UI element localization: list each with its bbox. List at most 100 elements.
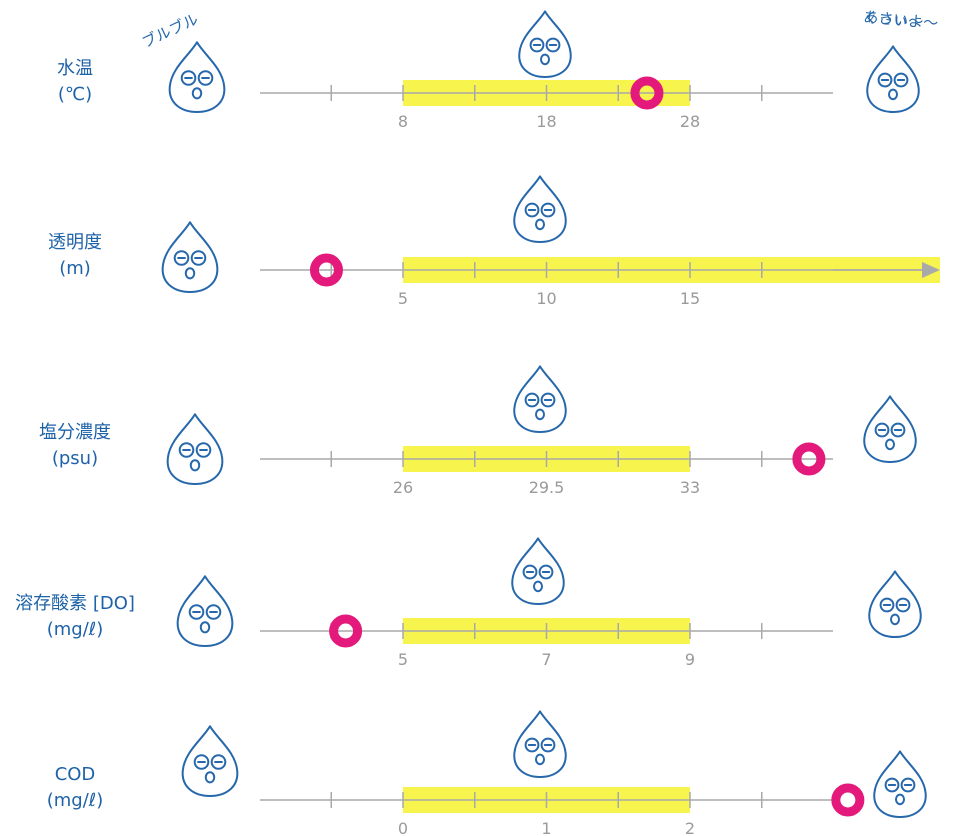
mouth-icon xyxy=(534,408,546,421)
row-label-title: 塩分濃度 xyxy=(39,422,111,443)
row-label-unit: (℃) xyxy=(57,84,93,105)
droplet-character-icon xyxy=(868,570,922,639)
eye-icon xyxy=(545,37,561,53)
mouth-icon xyxy=(189,459,201,472)
mouth-icon xyxy=(534,218,546,231)
gauge-tick-label: 2 xyxy=(685,819,695,836)
row-label-title: 水温 xyxy=(57,58,93,79)
droplet-character-icon xyxy=(513,175,567,244)
droplet-outline-icon xyxy=(863,395,917,464)
gauge-tick-label: 5 xyxy=(398,650,408,669)
eye-icon xyxy=(540,202,556,218)
eye-icon xyxy=(879,597,895,613)
gauge-tick-label: 15 xyxy=(680,289,700,308)
row-label-dissolved-oxygen: 溶存酸素 [DO] (mg/ℓ) xyxy=(0,591,150,643)
eye-icon xyxy=(190,250,207,266)
eye-icon xyxy=(538,564,554,580)
droplet-character-icon xyxy=(873,750,927,819)
row-label-unit: (m) xyxy=(59,258,91,279)
droplet-outline-icon xyxy=(176,575,234,648)
droplet-character-icon xyxy=(181,725,239,798)
droplet-outline-icon xyxy=(873,750,927,819)
value-marker xyxy=(329,614,363,648)
row-label-water-temp: 水温 (℃) xyxy=(0,56,150,108)
mouth-icon xyxy=(532,580,544,593)
eye-icon xyxy=(188,604,205,620)
eye-icon xyxy=(193,754,210,770)
droplet-outline-icon xyxy=(866,45,920,114)
eye-icon xyxy=(884,777,900,793)
mouth-icon xyxy=(887,88,899,101)
eye-icon xyxy=(522,564,538,580)
droplet-character-icon xyxy=(176,575,234,648)
eye-icon xyxy=(540,737,556,753)
droplet-outline-icon xyxy=(166,413,224,486)
gauge-tick-label: 0 xyxy=(398,819,408,836)
droplet-outline-icon xyxy=(181,725,239,798)
droplet-character-icon xyxy=(513,710,567,779)
eye-icon xyxy=(178,442,195,458)
eye-icon xyxy=(529,37,545,53)
row-label-unit: (mg/ℓ) xyxy=(46,790,104,811)
droplet-outline-icon xyxy=(513,365,567,434)
droplet-character-icon xyxy=(866,45,920,114)
gauge-tick-label: 18 xyxy=(536,112,556,131)
eye-icon xyxy=(195,442,212,458)
gauge-tick-label: 10 xyxy=(536,289,556,308)
gauge-tick-label: 26 xyxy=(393,478,413,497)
mouth-icon xyxy=(191,87,203,100)
row-label-title: COD xyxy=(54,764,96,785)
droplet-character-icon xyxy=(863,395,917,464)
eye-icon xyxy=(890,422,906,438)
gauge-tick-label: 8 xyxy=(398,112,408,131)
gauge-row-cod: 0 1 2 くさい～ xyxy=(181,8,927,836)
droplet-outline-icon xyxy=(518,10,572,79)
droplet-outline-icon xyxy=(513,175,567,244)
row-label-salinity: 塩分濃度 (psu) xyxy=(0,420,150,472)
value-marker xyxy=(309,253,343,287)
eye-icon xyxy=(540,392,556,408)
droplet-outline-icon xyxy=(511,537,565,606)
gauge-tick-label: 5 xyxy=(398,289,408,308)
gauge-row-transparency: 5 10 15 xyxy=(161,175,940,308)
gauge-tick-label: 9 xyxy=(685,650,695,669)
value-marker xyxy=(630,76,664,110)
character-caption: ブルブル xyxy=(139,10,201,52)
mouth-icon xyxy=(199,621,211,634)
eye-icon xyxy=(524,202,540,218)
gauge-tick-label: 7 xyxy=(541,650,551,669)
value-marker xyxy=(792,442,826,476)
eye-icon xyxy=(197,70,214,86)
eye-icon xyxy=(205,604,222,620)
gauge-row-dissolved-oxygen: 5 7 9 xyxy=(176,537,922,669)
eye-icon xyxy=(877,72,893,88)
value-marker xyxy=(831,783,865,817)
droplet-outline-icon xyxy=(868,570,922,639)
row-label-unit: (mg/ℓ) xyxy=(46,619,104,640)
droplet-outline-icon xyxy=(168,41,226,114)
mouth-icon xyxy=(184,267,196,280)
droplet-character-icon xyxy=(166,413,224,486)
mouth-icon xyxy=(539,53,551,66)
eye-icon xyxy=(874,422,890,438)
eye-icon xyxy=(893,72,909,88)
row-label-cod: COD (mg/ℓ) xyxy=(0,762,150,814)
eye-icon xyxy=(180,70,197,86)
gauge-tick-label: 28 xyxy=(680,112,700,131)
eye-icon xyxy=(895,597,911,613)
mouth-icon xyxy=(894,793,906,806)
mouth-icon xyxy=(889,613,901,626)
eye-icon xyxy=(173,250,190,266)
gauge-tick-label: 1 xyxy=(541,819,551,836)
eye-icon xyxy=(210,754,227,770)
droplet-character-icon xyxy=(518,10,572,79)
eye-icon xyxy=(900,777,916,793)
droplet-character-icon xyxy=(513,365,567,434)
row-label-title: 透明度 xyxy=(48,232,102,253)
character-caption: くさい～ xyxy=(863,8,924,31)
eye-icon xyxy=(524,737,540,753)
droplet-character-icon xyxy=(511,537,565,606)
